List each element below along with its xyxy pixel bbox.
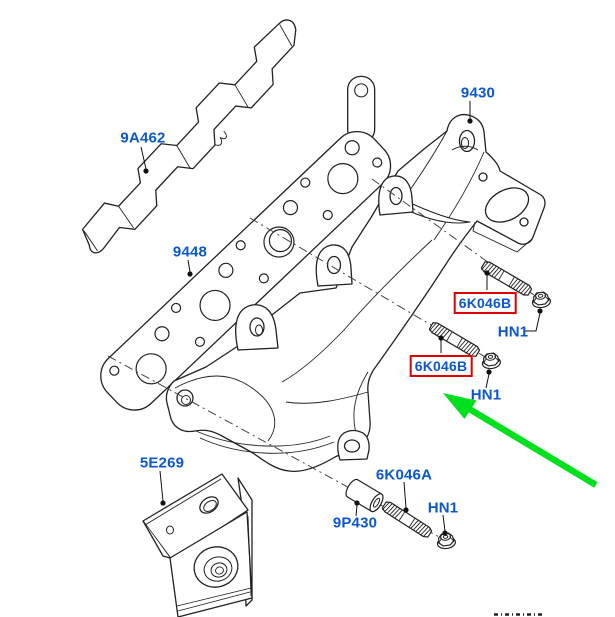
manifold-stud-middle-drawing: [427, 320, 482, 359]
exhaust-manifold-drawing: [165, 113, 546, 472]
part-label-5E269[interactable]: 5E269: [139, 454, 185, 472]
manifold-gasket-drawing: [100, 75, 392, 411]
part-label-6K046B-middle[interactable]: 6K046B: [409, 355, 473, 377]
flange-nut-upper-drawing: [530, 290, 552, 310]
part-label-HN1-upper[interactable]: HN1: [497, 323, 529, 341]
part-label-9430[interactable]: 9430: [460, 84, 496, 102]
label-leader-lines: [140, 101, 543, 536]
support-bracket-drawing: [142, 473, 253, 617]
part-label-HN1-lower[interactable]: HN1: [427, 499, 459, 517]
flange-nut-middle-drawing: [480, 351, 502, 371]
part-label-9A462[interactable]: 9A462: [120, 129, 166, 147]
part-label-HN1-middle[interactable]: HN1: [470, 386, 502, 404]
spacer-sleeve-drawing: [345, 478, 384, 513]
part-label-9P430[interactable]: 9P430: [332, 514, 378, 532]
part-label-6K046A[interactable]: 6K046A: [375, 466, 433, 484]
part-label-6K046B-upper[interactable]: 6K046B: [453, 292, 517, 314]
green-pointer-arrow: [443, 393, 598, 488]
part-label-9448[interactable]: 9448: [172, 243, 208, 261]
bracket-stud-drawing: [380, 499, 434, 540]
heat-shield-drawing: [81, 19, 297, 254]
